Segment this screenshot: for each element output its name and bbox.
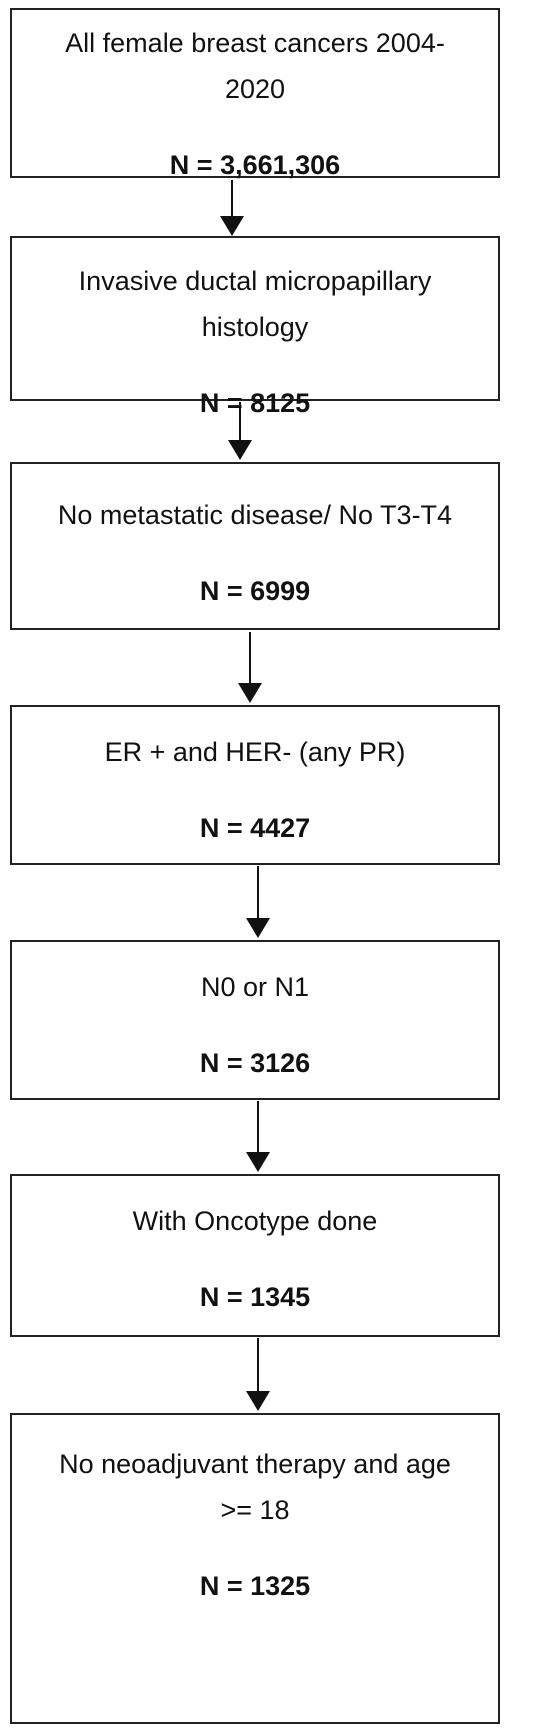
- flow-box-label: N0 or N1: [200, 972, 310, 1002]
- flow-box-label: ER + and HER- (any PR): [104, 737, 406, 767]
- arrow-head: [238, 683, 262, 703]
- arrow-head: [246, 1152, 270, 1172]
- flow-arrow-5: [246, 1101, 270, 1172]
- flow-box-5: N0 or N1 N = 3126: [10, 940, 500, 1100]
- flow-box-label: No neoadjuvant therapy and age >= 18: [59, 1449, 451, 1525]
- flow-box-7: No neoadjuvant therapy and age >= 18 N = …: [10, 1413, 500, 1724]
- flow-box-label: No metastatic disease/ No T3-T4: [57, 500, 453, 530]
- arrow-shaft: [239, 402, 241, 442]
- flow-box-count: N = 1325: [199, 1571, 311, 1601]
- flow-box-2: Invasive ductal micropapillary histology…: [10, 236, 500, 418]
- flow-arrow-4: [246, 866, 270, 938]
- arrow-shaft: [257, 1338, 259, 1393]
- flow-box-count: N = 4427: [199, 813, 311, 843]
- flow-arrow-3: [238, 632, 262, 703]
- flow-box-label: Invasive ductal micropapillary histology: [78, 266, 432, 342]
- flow-box-label: All female breast cancers 2004- 2020: [65, 28, 445, 104]
- arrow-shaft: [231, 180, 233, 218]
- flow-box-4: ER + and HER- (any PR) N = 4427: [10, 705, 500, 865]
- arrow-head: [220, 216, 244, 236]
- arrow-shaft: [257, 1101, 259, 1154]
- flow-box-3: No metastatic disease/ No T3-T4 N = 6999: [10, 462, 500, 630]
- flow-box-count: N = 3,661,306: [169, 150, 341, 180]
- arrow-head: [228, 440, 252, 460]
- arrow-shaft: [257, 866, 259, 920]
- flow-arrow-1: [220, 180, 244, 236]
- flow-arrow-6: [246, 1338, 270, 1411]
- flow-box-6: With Oncotype done N = 1345: [10, 1174, 500, 1337]
- arrow-head: [246, 1391, 270, 1411]
- flow-box-label: With Oncotype done: [132, 1206, 378, 1236]
- flow-box-count: N = 3126: [199, 1048, 311, 1078]
- flow-arrow-2: [228, 402, 252, 460]
- flow-box-count: N = 1345: [199, 1282, 311, 1312]
- flow-box-1: All female breast cancers 2004- 2020 N = …: [10, 8, 500, 180]
- arrow-shaft: [249, 632, 251, 685]
- flow-box-count: N = 8125: [199, 388, 311, 418]
- flow-box-count: N = 6999: [199, 576, 311, 606]
- arrow-head: [246, 918, 270, 938]
